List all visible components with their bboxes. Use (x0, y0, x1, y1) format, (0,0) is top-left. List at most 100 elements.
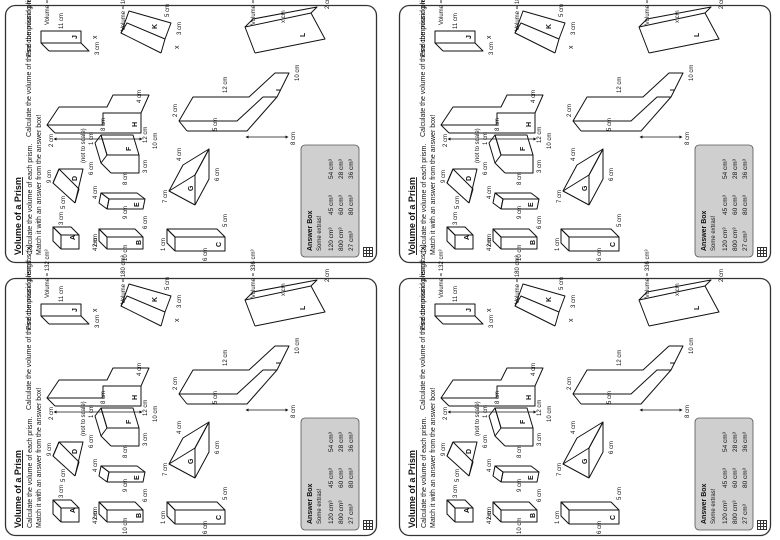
compound-i-length-label: 10 cm (295, 65, 301, 81)
compound-h-front (46, 112, 142, 134)
prism-b-top-label: 2 cm (487, 234, 493, 247)
compound-h-side (440, 367, 544, 399)
compound-h-top-label: 2 cm (443, 407, 449, 420)
prism-a-side (52, 499, 80, 509)
answer-box-title: Answer Box (701, 210, 708, 251)
calculator-key (764, 521, 766, 523)
instruction-line-1: Calculate the volume of each prism. (27, 417, 34, 528)
missing-l-volume: Volume = 336 cm³ (251, 249, 257, 298)
compound-h-length-label: 10 cm (153, 406, 159, 422)
missing-k-x-label: x (568, 318, 575, 322)
answer-value: 60 cm³ (732, 467, 739, 488)
missing-j-base-label: 3 cm (489, 315, 495, 328)
answer-value: 45 cm³ (328, 194, 335, 215)
missing-l-edge (244, 279, 318, 301)
missing-l-letter: L (694, 305, 701, 310)
missing-l-depth-label: 2 cm (719, 269, 725, 282)
compound-i-top-label: 2 cm (173, 377, 179, 390)
compound-h-side (46, 94, 150, 126)
missing-l-depth-label: 2 cm (325, 269, 331, 282)
calculator-key (370, 521, 372, 523)
compound-i-letter: I (670, 362, 677, 364)
answer-value: 120 cm³ (722, 500, 729, 524)
prism-d-slant (52, 168, 80, 204)
prism-b-side (492, 228, 538, 238)
compound-heading: Calculate the volume of these compound p… (420, 0, 427, 137)
card-frame (4, 277, 378, 537)
compound-h-length-label: 10 cm (547, 133, 553, 149)
calculator-key (758, 251, 760, 253)
compound-h-top-label: 2 cm (49, 134, 55, 147)
calculator-key (764, 254, 766, 256)
prism-c-depth-label: 5 cm (617, 214, 623, 227)
missing-j-base-label: 3 cm (95, 315, 101, 328)
missing-j-x-label: x (92, 35, 99, 39)
calculator-key (758, 248, 760, 250)
prism-f-length-label: 12 cm (143, 400, 149, 416)
prism-a-side (446, 226, 474, 236)
prism-d-top-label: 9 cm (47, 170, 53, 183)
compound-i-depth-label: 8 cm (685, 132, 691, 145)
prism-c-letter: C (610, 242, 617, 247)
prism-g-letter: G (188, 458, 195, 464)
answer-value: 80 cm³ (742, 194, 749, 215)
prism-d-base-label: 6 cm (483, 162, 489, 175)
prism-a: 4 cm3 cmA (52, 212, 99, 251)
prism-e: 4 cm9 cmE (93, 186, 146, 219)
prism-f-length-label: 12 cm (143, 127, 149, 143)
prism-g-top-label: 7 cm (163, 190, 169, 203)
prism-e-height-label: 9 cm (123, 479, 129, 492)
answer-value: 120 cm³ (328, 500, 335, 524)
calculator-key (761, 524, 763, 526)
answer-value: 120 cm³ (328, 227, 335, 251)
prism-c-top-label: 1 cm (555, 238, 561, 251)
prism-e-letter: E (528, 475, 535, 480)
instruction-line-1: Calculate the volume of each prism. (421, 417, 428, 528)
missing-j-height-label: 11 cm (453, 13, 459, 29)
missing-j-x-label: x (486, 35, 493, 39)
prism-d: 9 cm5 cm6 cmD (441, 162, 489, 209)
missing-lengths-heading: Find the missing lengths (x) (26, 244, 33, 330)
instruction-line-1: Calculate the volume of each prism. (421, 144, 428, 255)
prism-f-top-label: 1 cm (483, 405, 489, 418)
answer-box-title: Answer Box (701, 483, 708, 524)
missing-j-side (40, 30, 82, 43)
card-frame (4, 4, 378, 264)
prism-f-base-label: 3 cm (537, 160, 543, 173)
calculator-key (367, 527, 369, 529)
missing-j-volume: Volume = 132 cm³ (439, 0, 445, 25)
compound-h-end-label: 4 cm (137, 90, 143, 103)
missing-j-letter: J (72, 308, 79, 312)
prism-c-side (560, 501, 620, 511)
prism-c-length-label: 6 cm (597, 521, 603, 534)
missing-l-depth-label: 2 cm (325, 0, 331, 9)
compound-i-front (572, 369, 672, 405)
answer-box-panel (300, 144, 360, 258)
prism-f-height-label: 8 cm (517, 445, 523, 458)
prism-f-length-label: 12 cm (537, 400, 543, 416)
calculator-key (364, 254, 366, 256)
prism-a-width-label: 4 cm (93, 238, 99, 251)
missing-l-volume: Volume = 336 cm³ (645, 0, 651, 25)
prism-c-depth-label: 5 cm (617, 487, 623, 500)
prism-f-side (494, 134, 534, 156)
answer-value: 800 cm³ (732, 227, 739, 251)
compound-i-length-label: 10 cm (689, 338, 695, 354)
compound-i-step-label: 5 cm (213, 391, 219, 404)
calculator-key (761, 248, 763, 250)
compound-h-top-label: 2 cm (49, 407, 55, 420)
missing-prism-k: x5 cm3 cmK (514, 4, 577, 54)
answer-box-subtitle: Some extras! (711, 215, 717, 251)
compound-i-depth-label: 8 cm (291, 132, 297, 145)
prism-c-top-label: 1 cm (161, 511, 167, 524)
answer-value: 36 cm³ (742, 431, 749, 452)
prism-a-width-label: 4 cm (487, 511, 493, 524)
prism-c-length-label: 6 cm (203, 248, 209, 261)
